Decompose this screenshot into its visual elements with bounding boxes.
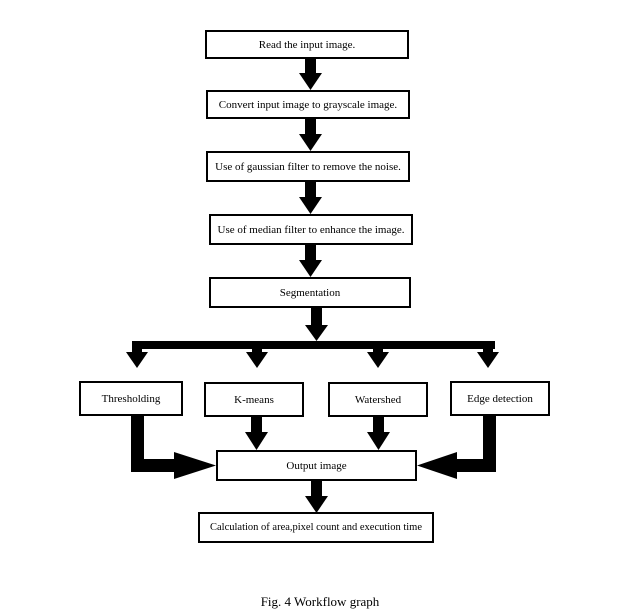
- node-calculation-label: Calculation of area,pixel count and exec…: [210, 522, 422, 533]
- arrowhead-to-watershed: [367, 352, 389, 368]
- connector-median-to-segmentation: [305, 244, 316, 262]
- node-edge-detection: Edge detection: [450, 381, 550, 416]
- arrowhead-edge-to-output: [417, 452, 457, 479]
- node-output-label: Output image: [286, 459, 347, 472]
- node-grayscale-label: Convert input image to grayscale image.: [218, 98, 398, 111]
- arrowhead-watershed-to-output: [367, 432, 390, 450]
- arrowhead-to-gaussian: [299, 134, 322, 151]
- arrowhead-to-segmentation: [299, 260, 322, 277]
- connector-read-to-grayscale: [305, 57, 316, 74]
- arrowhead-segmentation-down: [305, 325, 328, 341]
- arrowhead-to-kmeans: [246, 352, 268, 368]
- node-watershed-label: Watershed: [354, 393, 402, 406]
- arrowhead-to-thresholding: [126, 352, 148, 368]
- connector-bus-to-thresholding: [132, 341, 142, 353]
- connector-output-to-calculation: [311, 480, 322, 498]
- node-watershed: Watershed: [328, 382, 428, 417]
- branch-bus: [132, 341, 495, 349]
- node-median: Use of median filter to enhance the imag…: [209, 214, 413, 245]
- node-kmeans-label: K-means: [234, 393, 274, 406]
- connector-bus-to-kmeans: [252, 341, 262, 353]
- node-grayscale: Convert input image to grayscale image.: [206, 90, 410, 119]
- node-edge-detection-label: Edge detection: [467, 392, 533, 405]
- node-gaussian-label: Use of gaussian filter to remove the noi…: [215, 160, 401, 173]
- node-read-input-label: Read the input image.: [258, 38, 356, 51]
- node-thresholding: Thresholding: [79, 381, 183, 416]
- node-median-label: Use of median filter to enhance the imag…: [217, 223, 405, 236]
- node-thresholding-label: Thresholding: [101, 392, 161, 405]
- connector-grayscale-to-gaussian: [305, 118, 316, 135]
- node-read-input: Read the input image.: [205, 30, 409, 59]
- connector-bus-to-edge: [483, 341, 493, 353]
- node-output: Output image: [216, 450, 417, 481]
- connector-thresholding-right: [131, 459, 175, 472]
- connector-thresholding-down: [131, 415, 144, 472]
- node-kmeans: K-means: [204, 382, 304, 417]
- connector-edge-left: [456, 459, 496, 472]
- connector-kmeans-to-output: [251, 416, 262, 434]
- arrowhead-kmeans-to-output: [245, 432, 268, 450]
- arrowhead-to-grayscale: [299, 73, 322, 90]
- connector-segmentation-down: [311, 307, 322, 327]
- connector-watershed-to-output: [373, 416, 384, 434]
- connector-gaussian-to-median: [305, 181, 316, 199]
- arrowhead-to-edge: [477, 352, 499, 368]
- node-segmentation: Segmentation: [209, 277, 411, 308]
- figure-caption: Fig. 4 Workflow graph: [260, 594, 380, 609]
- node-segmentation-label: Segmentation: [279, 286, 341, 299]
- arrowhead-thresholding-to-output: [174, 452, 216, 479]
- connector-bus-to-watershed: [373, 341, 383, 353]
- node-gaussian: Use of gaussian filter to remove the noi…: [206, 151, 410, 182]
- node-calculation: Calculation of area,pixel count and exec…: [198, 512, 434, 543]
- arrowhead-to-calculation: [305, 496, 328, 513]
- arrowhead-to-median: [299, 197, 322, 214]
- connector-edge-down: [483, 415, 496, 472]
